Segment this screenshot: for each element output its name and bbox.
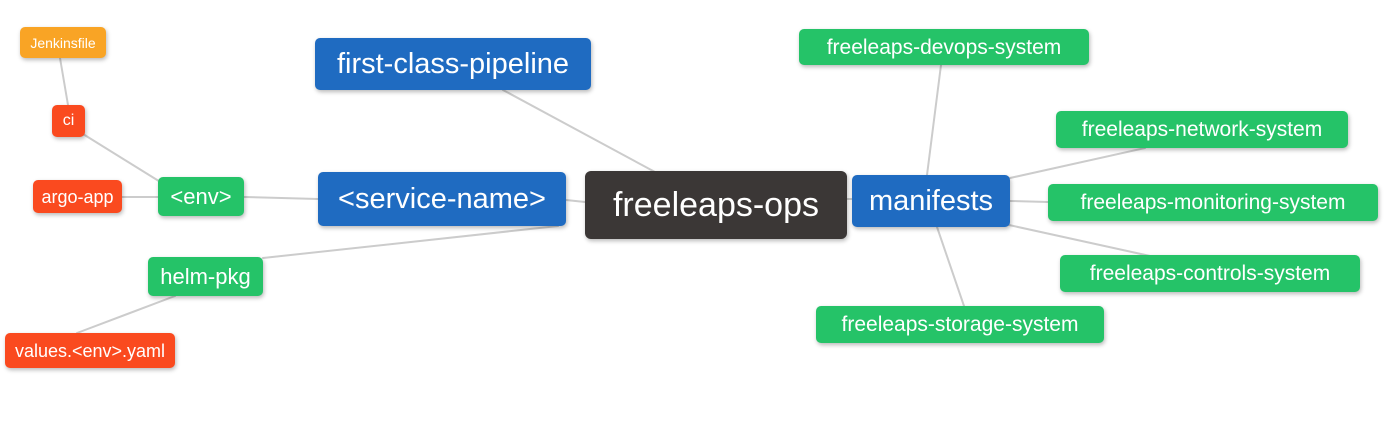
node-jenkinsfile[interactable]: Jenkinsfile bbox=[20, 27, 106, 58]
node-freeleaps-ops-root[interactable]: freeleaps-ops bbox=[585, 171, 847, 239]
edge-manifests-monitoring bbox=[1009, 200, 1049, 203]
node-freeleaps-monitoring-system[interactable]: freeleaps-monitoring-system bbox=[1048, 184, 1378, 221]
edge-env-service-name bbox=[243, 196, 319, 200]
edge-service-name-ops bbox=[565, 199, 586, 203]
node-freeleaps-devops-system[interactable]: freeleaps-devops-system bbox=[799, 29, 1089, 65]
edge-manifests-storage bbox=[936, 226, 965, 307]
edge-manifests-controls bbox=[1008, 224, 1151, 257]
node-ci[interactable]: ci bbox=[52, 105, 85, 137]
node-argo-app[interactable]: argo-app bbox=[33, 180, 122, 213]
edge-manifests-devops bbox=[926, 64, 942, 176]
node-helm-pkg[interactable]: helm-pkg bbox=[148, 257, 263, 296]
node-freeleaps-controls-system[interactable]: freeleaps-controls-system bbox=[1060, 255, 1360, 292]
edge-jenkinsfile-ci bbox=[59, 57, 69, 106]
node-service-name[interactable]: <service-name> bbox=[318, 172, 566, 226]
node-env[interactable]: <env> bbox=[158, 177, 244, 216]
node-first-class-pipeline[interactable]: first-class-pipeline bbox=[315, 38, 591, 90]
node-freeleaps-network-system[interactable]: freeleaps-network-system bbox=[1056, 111, 1348, 148]
node-freeleaps-storage-system[interactable]: freeleaps-storage-system bbox=[816, 306, 1104, 343]
edge-ci-env bbox=[82, 133, 163, 184]
node-values-env-yaml[interactable]: values.<env>.yaml bbox=[5, 333, 175, 368]
edge-pipeline-ops bbox=[502, 89, 656, 173]
edge-manifests-network bbox=[1009, 147, 1146, 179]
edge-helm-pkg-service-name bbox=[262, 225, 559, 259]
edge-values-helm-pkg bbox=[76, 295, 176, 334]
node-manifests[interactable]: manifests bbox=[852, 175, 1010, 227]
